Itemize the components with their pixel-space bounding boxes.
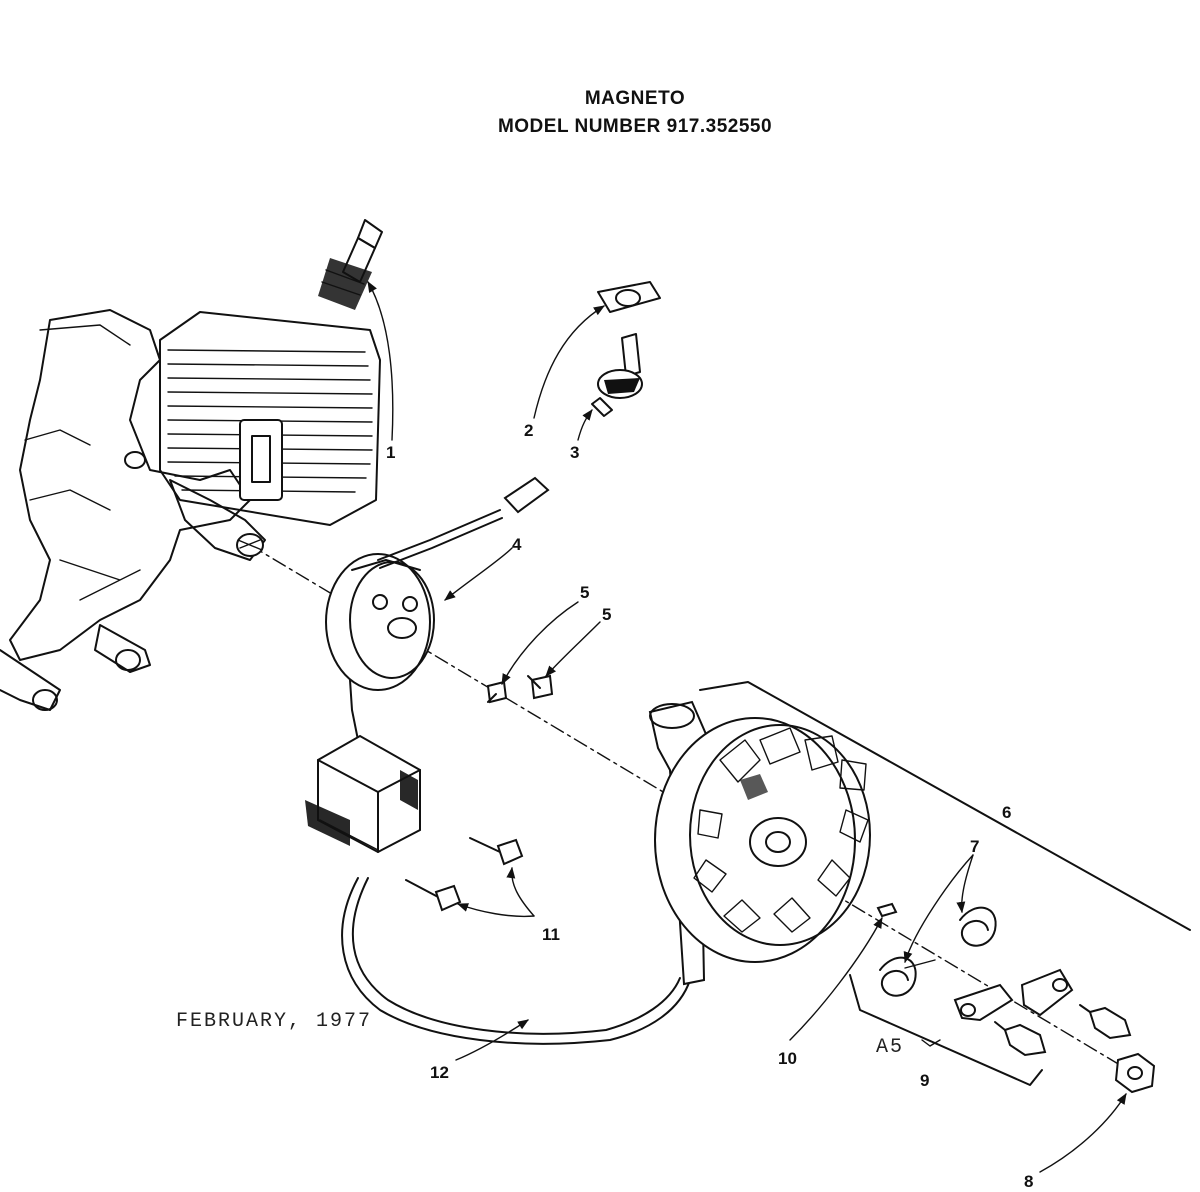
callout-numbers: 1 2 3 4 5 5 6 7 8 9 10 11 12 — [386, 421, 1033, 1191]
gasket — [597, 281, 661, 313]
spark-plug-lead — [341, 700, 714, 1045]
callout-10: 10 — [778, 1049, 797, 1068]
engine-cylinder-block — [0, 309, 381, 711]
mounting-screws — [486, 674, 554, 704]
model-number: MODEL NUMBER 917.352550 — [497, 116, 773, 137]
callout-6: 6 — [1002, 803, 1011, 822]
magneto-module — [325, 476, 550, 741]
ignition-switch — [591, 333, 643, 417]
spark-plug — [318, 219, 383, 310]
coil-screws — [405, 837, 524, 912]
callout-11: 11 — [542, 925, 560, 944]
starter-pawl-assembly — [849, 902, 1156, 1094]
page-code: A5 — [876, 1036, 905, 1059]
leader-lines — [367, 281, 1127, 1173]
callout-5b: 5 — [602, 605, 611, 624]
callout-5a: 5 — [580, 583, 589, 602]
callout-9: 9 — [920, 1071, 929, 1090]
callout-4: 4 — [512, 535, 522, 554]
flywheel — [654, 681, 1191, 963]
callout-8: 8 — [1024, 1172, 1033, 1191]
publication-date: FEBRUARY, 1977 — [176, 1010, 373, 1033]
callout-2: 2 — [524, 421, 533, 440]
diagram-title: MAGNETO — [584, 88, 686, 109]
callout-3: 3 — [570, 443, 579, 462]
callout-12: 12 — [430, 1063, 449, 1082]
ignition-coil — [305, 734, 421, 854]
callout-7: 7 — [970, 837, 979, 856]
callout-1: 1 — [386, 443, 395, 462]
